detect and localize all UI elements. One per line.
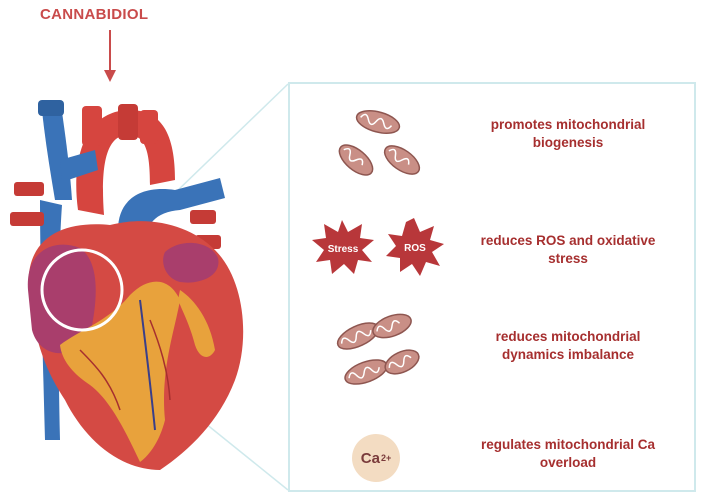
effect-label-biogenesis: promotes mitochondrial biogenesis [490, 117, 646, 150]
mitochondria-icon [338, 110, 421, 176]
coronary-fat [60, 281, 180, 462]
effect-label-ros: reduces ROS and oxidative stress [480, 233, 656, 266]
effect-row-biogenesis: promotes mitochondrial biogenesis [290, 94, 694, 184]
zoom-circle [40, 248, 124, 332]
effect-row-dynamics: reduces mitochondrial dynamics imbalance [290, 304, 694, 394]
calcium-symbol: Ca [360, 449, 380, 467]
effect-row-ros: Stress ROS reduces ROS and oxidative str… [290, 214, 694, 304]
down-arrow-icon [104, 30, 116, 82]
calcium-charge: 2+ [380, 453, 392, 463]
fused-mitochondria-icon [336, 313, 420, 385]
effects-panel: promotes mitochondrial biogenesis Stress… [288, 82, 696, 492]
stress-badge [312, 220, 374, 274]
stress-ros-badges-icon: Stress ROS [312, 218, 444, 276]
cannabidiol-title: CANNABIDIOL [40, 6, 149, 23]
left-atrium [163, 242, 219, 283]
stress-badge-label: Stress [328, 244, 359, 255]
ros-badge-label: ROS [404, 243, 426, 254]
effect-label-calcium: regulates mitochondrial Ca overload [480, 437, 656, 470]
effect-label-dynamics: reduces mitochondrial dynamics imbalance [495, 329, 641, 362]
ros-badge [386, 218, 444, 276]
